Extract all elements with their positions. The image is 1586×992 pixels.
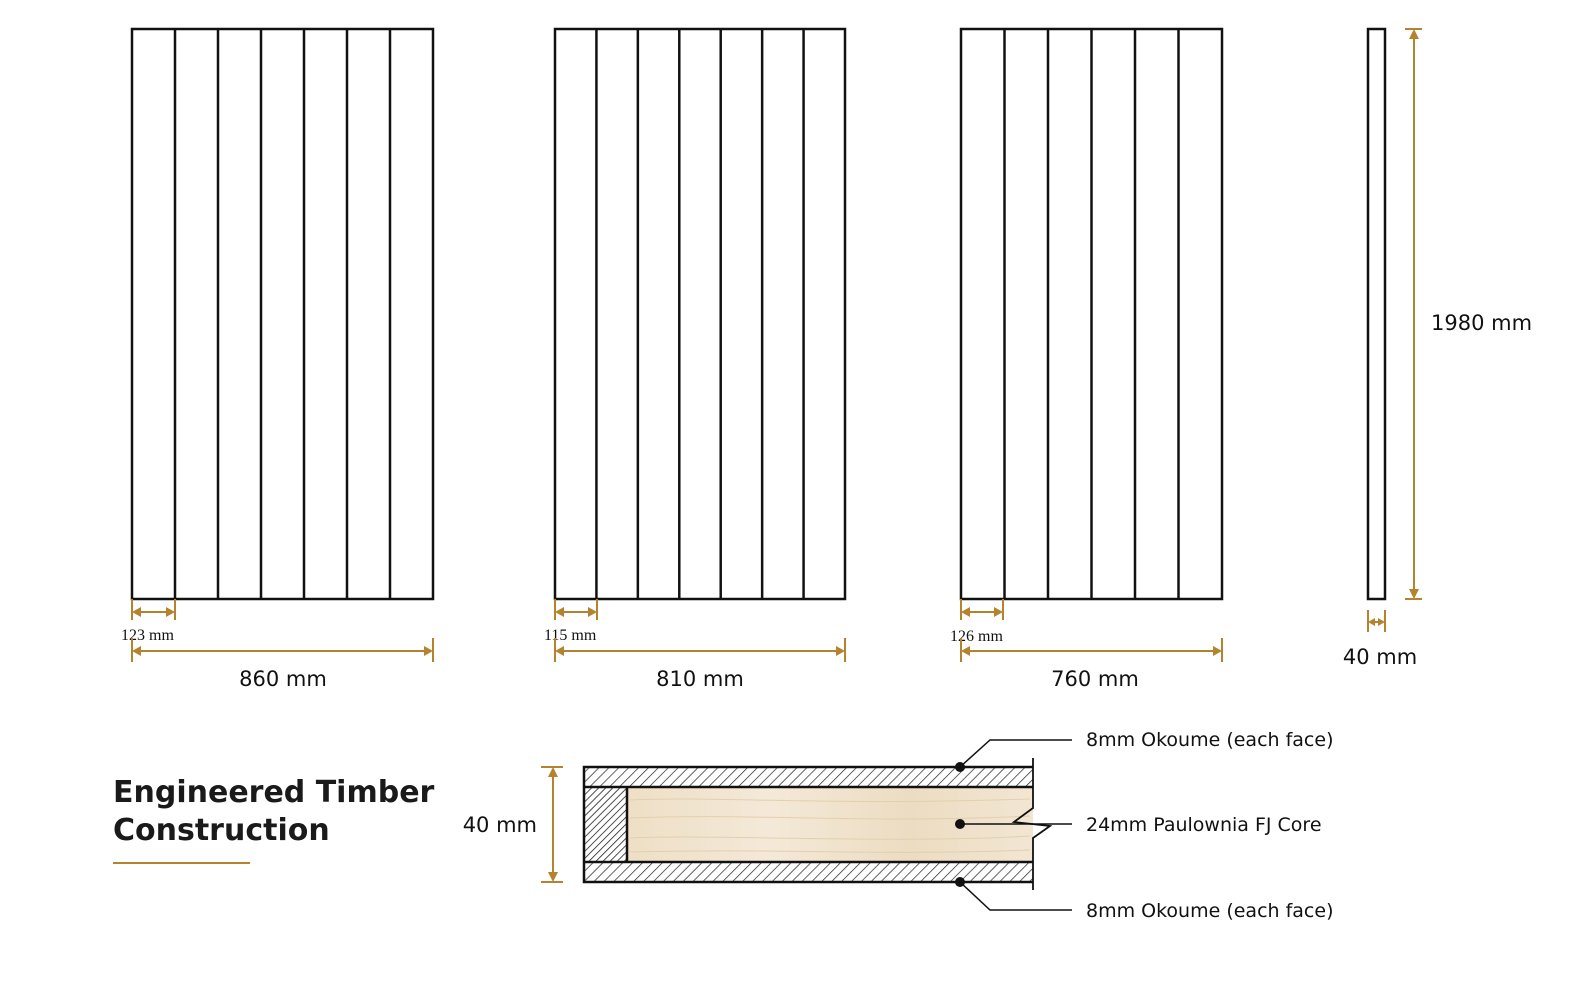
door-panel-1: 123 mm 860 mm xyxy=(121,27,435,691)
door-height-dimension: 1980 mm xyxy=(1405,28,1532,600)
panel-2-total-width-label: 810 mm xyxy=(656,667,744,691)
top-okoume-face-layer xyxy=(584,767,1033,787)
door-cross-section: 40 mm 8mm Okoume (each face) 24mm Paulow… xyxy=(463,729,1334,922)
panel-2-total-width-dimension: 810 mm xyxy=(554,638,846,691)
panel-1-board-width-dimension: 123 mm xyxy=(121,599,176,644)
panel-2-board-width-label: 115 mm xyxy=(544,627,597,644)
door-edge-view: 1980 mm 40 mm xyxy=(1343,27,1532,669)
panel-2-outline xyxy=(553,27,847,601)
panel-1-total-width-label: 860 mm xyxy=(239,667,327,691)
bottom-okoume-face-layer xyxy=(584,862,1033,882)
callout-top-face-label: 8mm Okoume (each face) xyxy=(1086,729,1333,751)
section-outline xyxy=(582,765,1033,884)
section-title: Engineered Timber Construction xyxy=(113,774,434,850)
edge-lipping xyxy=(584,787,627,862)
door-thickness-dimension: 40 mm xyxy=(1343,610,1417,669)
panel-3-total-width-label: 760 mm xyxy=(1051,667,1139,691)
panel-1-outline xyxy=(130,27,435,601)
door-edge-profile xyxy=(1366,27,1387,601)
panel-2-board-width-dimension: 115 mm xyxy=(544,599,598,644)
section-title-line-2: Construction xyxy=(113,813,330,848)
panel-3-boards xyxy=(959,27,1224,601)
section-thickness-dimension: 40 mm xyxy=(463,766,563,883)
panel-1-board-width-label: 123 mm xyxy=(121,627,174,644)
section-thickness-label: 40 mm xyxy=(463,813,537,837)
door-thickness-label: 40 mm xyxy=(1343,645,1417,669)
door-panel-3: 126 mm 760 mm xyxy=(950,27,1224,691)
door-panel-2: 115 mm 810 mm xyxy=(544,27,847,691)
door-height-label: 1980 mm xyxy=(1431,311,1532,335)
title-underline xyxy=(113,862,250,864)
section-title-line-1: Engineered Timber xyxy=(113,775,435,810)
panel-3-board-width-label: 126 mm xyxy=(950,628,1003,645)
panel-1-total-width-dimension: 860 mm xyxy=(131,638,434,691)
callout-bottom-face: 8mm Okoume (each face) xyxy=(955,877,1333,922)
callout-bottom-face-label: 8mm Okoume (each face) xyxy=(1086,900,1333,922)
panel-3-board-width-dimension: 126 mm xyxy=(950,599,1004,645)
callout-top-face: 8mm Okoume (each face) xyxy=(955,729,1333,772)
panel-1-boards xyxy=(130,27,435,601)
panel-2-boards xyxy=(553,27,847,601)
core-wood-grain xyxy=(629,798,1031,853)
panel-3-total-width-dimension: 760 mm xyxy=(960,638,1223,691)
callout-core-label: 24mm Paulownia FJ Core xyxy=(1086,814,1322,836)
callout-core: 24mm Paulownia FJ Core xyxy=(955,814,1322,836)
